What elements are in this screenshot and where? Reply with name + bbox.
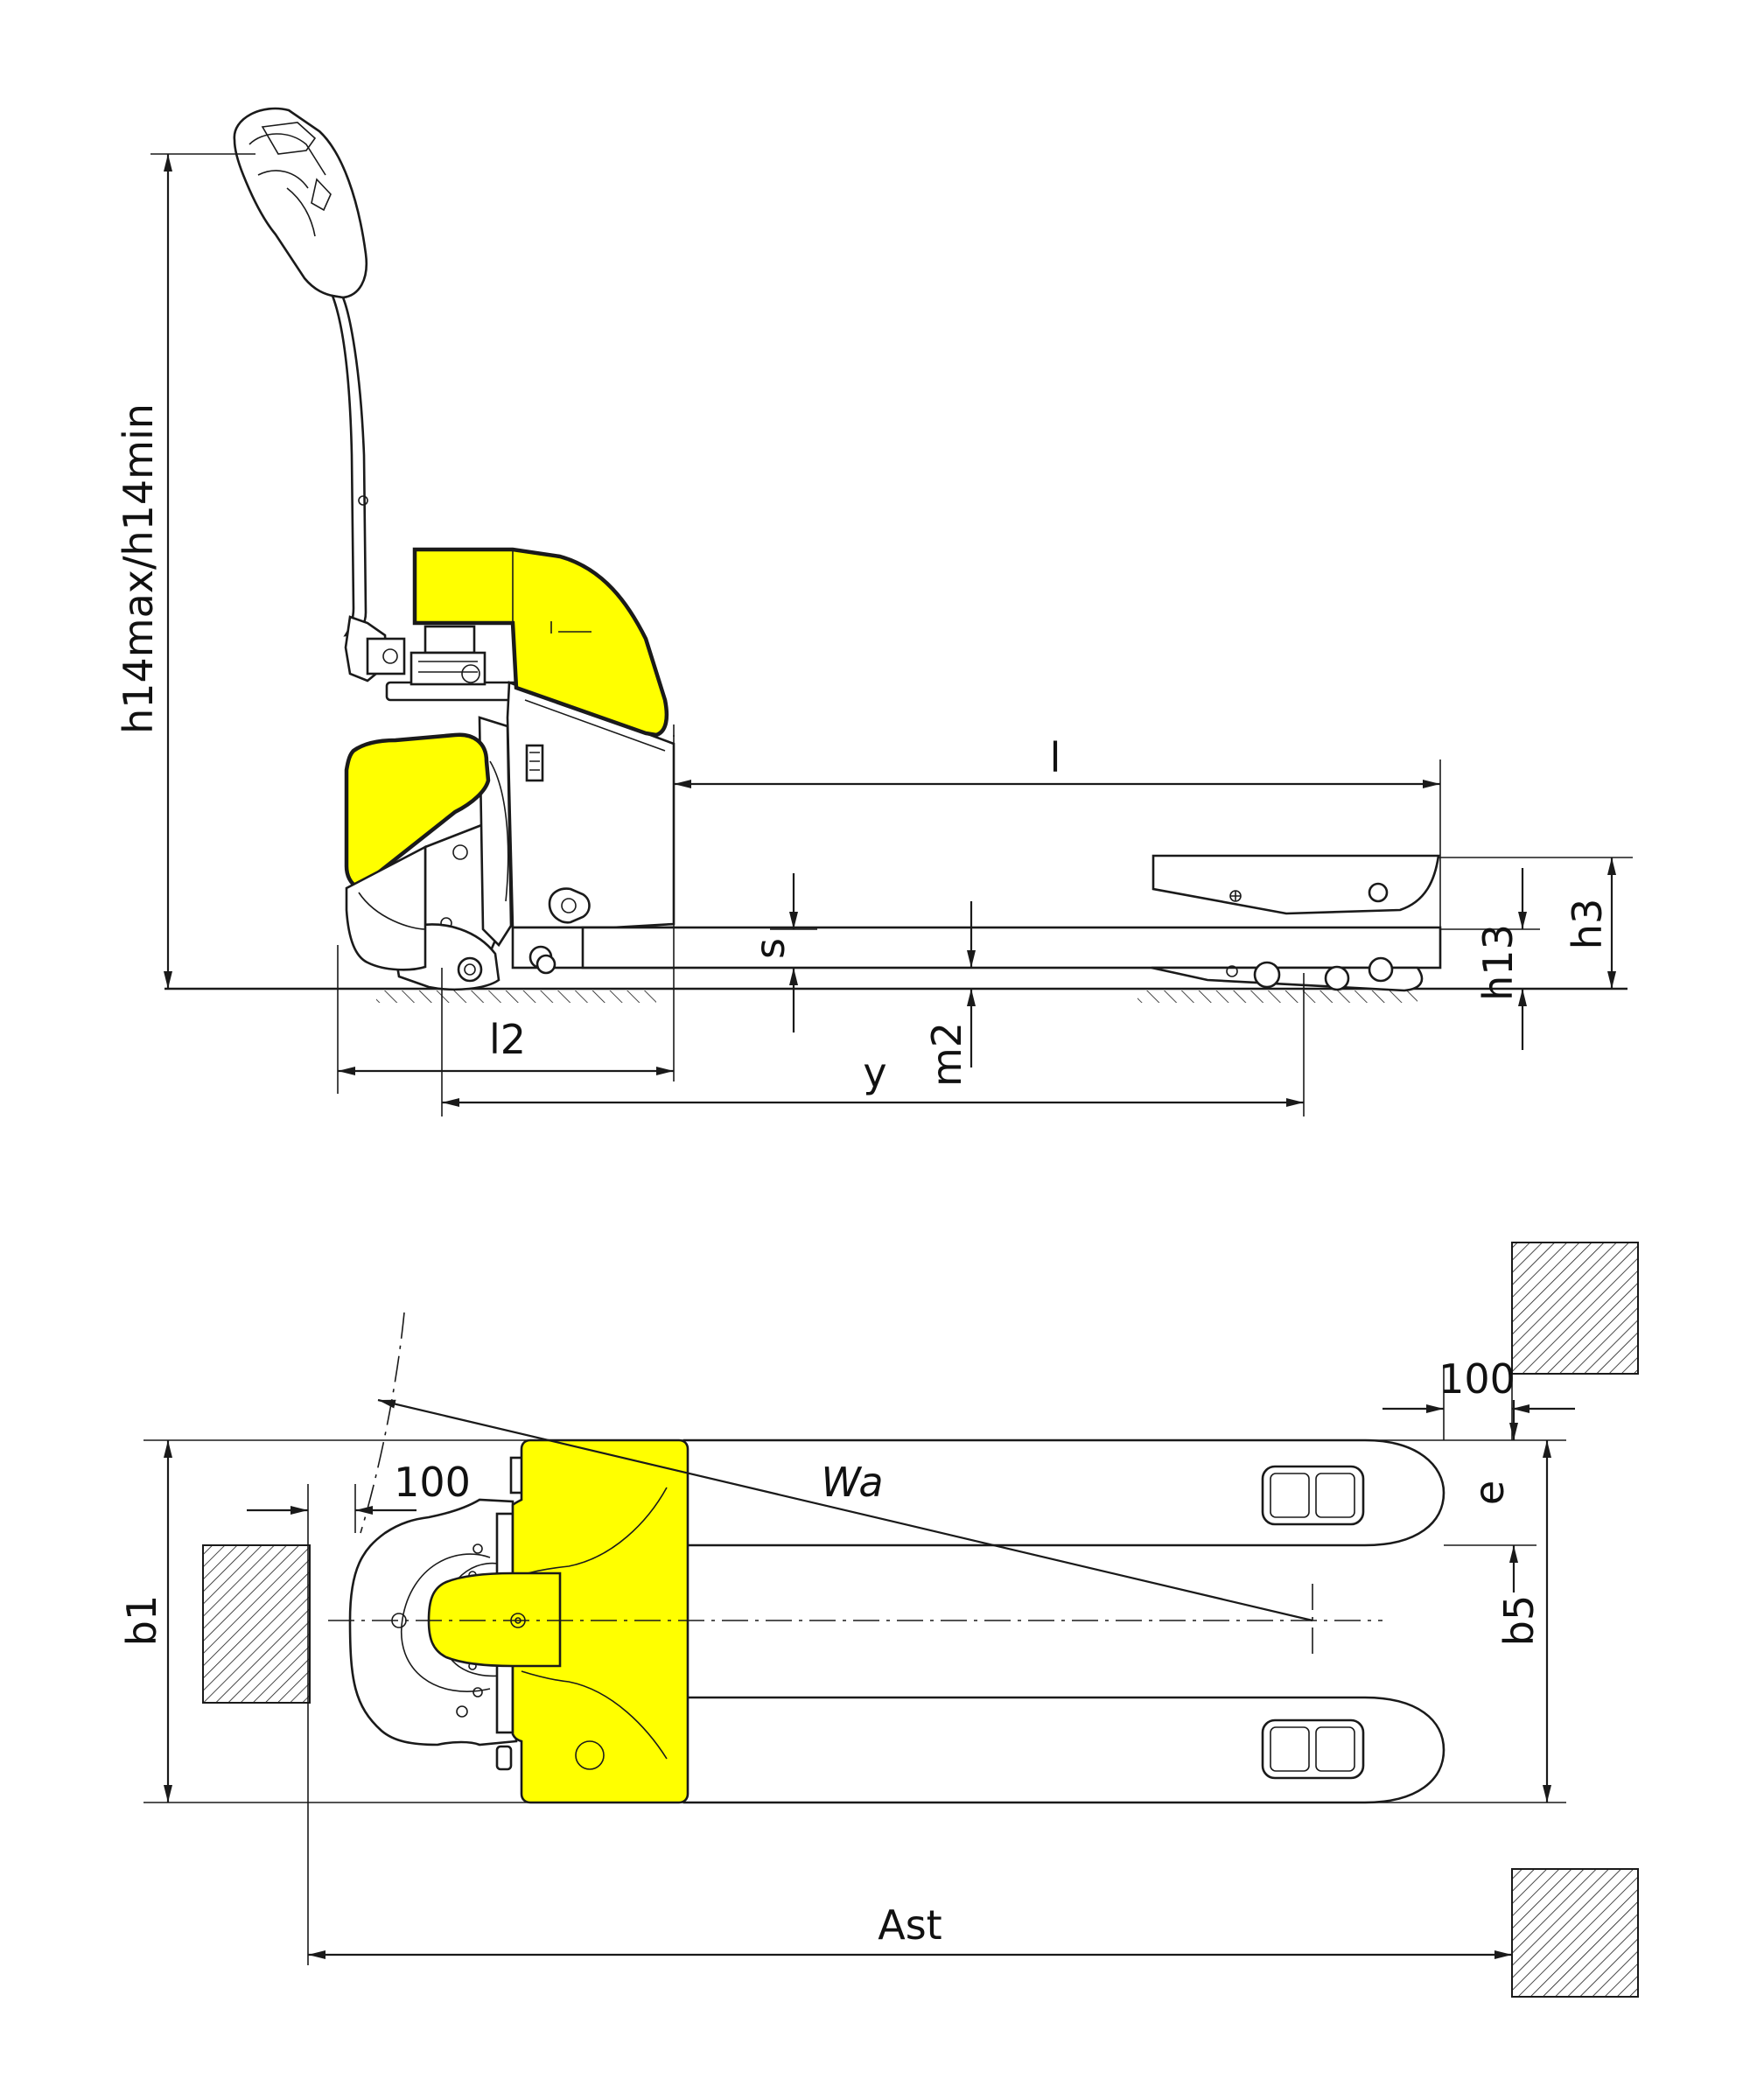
fork-right-top <box>682 1696 1446 1804</box>
wall-bottom-right <box>1511 1868 1639 1998</box>
ground-hatch-right <box>1138 990 1418 1003</box>
e-label: e <box>1466 1480 1513 1505</box>
load-roller-2 <box>1324 965 1350 991</box>
load-roller-top-2 <box>1261 1718 1365 1780</box>
lift-button <box>548 887 591 924</box>
drive-wheel <box>457 956 483 983</box>
key-switch[interactable] <box>575 1740 605 1770</box>
tiller-handle <box>233 107 388 682</box>
fork-side <box>536 854 1442 992</box>
b5-label: b5 <box>1495 1595 1543 1646</box>
wa-dimension <box>377 1398 1313 1622</box>
y-label: y <box>863 1049 886 1096</box>
battery-indicator <box>525 744 544 782</box>
h14-label: h14max/h14min <box>115 403 162 734</box>
m2-label: m2 <box>923 1022 970 1087</box>
top-cover-plan[interactable] <box>511 1438 690 1804</box>
fork-left-top <box>682 1438 1446 1547</box>
turning-radius-arc <box>360 1312 405 1534</box>
top-cover[interactable] <box>412 547 669 738</box>
wa-label: Wa <box>821 1459 883 1506</box>
l-label: l <box>1050 734 1061 781</box>
load-roller-3 <box>1368 956 1394 983</box>
ast-label: Ast <box>878 1901 942 1949</box>
clearance-left-label: 100 <box>394 1459 471 1506</box>
h13-label: h13 <box>1474 924 1522 1001</box>
battery-cover[interactable] <box>344 732 491 891</box>
h3-label: h3 <box>1564 899 1611 949</box>
ground-hatch-left <box>376 990 656 1003</box>
b1-label: b1 <box>118 1595 165 1646</box>
load-roller-top-1 <box>1261 1465 1365 1526</box>
wall-left <box>202 1544 311 1704</box>
side-view: h14max/h14min l l2 y s m2 h13 h3 <box>115 107 1633 1116</box>
l2-label: l2 <box>489 1016 526 1063</box>
wall-top-right <box>1511 1242 1639 1375</box>
load-roller-1 <box>1253 961 1281 989</box>
steering-head <box>366 625 520 702</box>
s-label: s <box>746 938 794 959</box>
top-view: Wa b1 b5 e 100 100 Ast <box>118 1242 1639 1998</box>
clearance-right-label: 100 <box>1438 1355 1516 1403</box>
